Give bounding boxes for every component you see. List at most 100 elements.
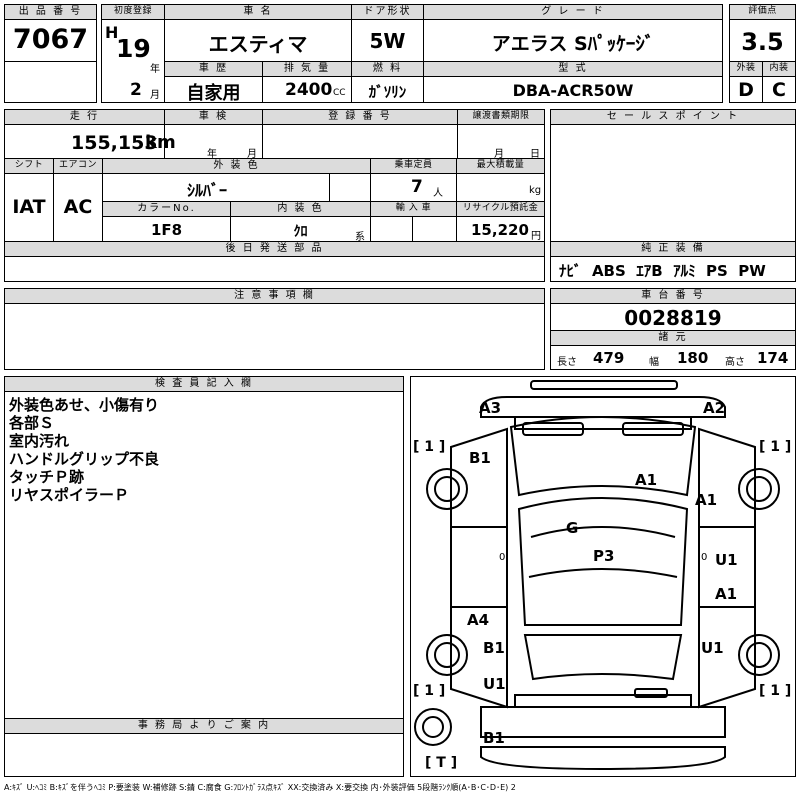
inspection-header: 車 検: [164, 109, 263, 125]
chassis-cell: 0028819: [550, 303, 796, 331]
later-parts-cell: [4, 256, 545, 282]
recycle-unit: 円: [531, 231, 541, 242]
inspector-line: 外装色あせ、小傷有り: [9, 396, 160, 414]
lot-no-cell: 7067: [4, 19, 97, 62]
inspector-line: 室内汚れ: [9, 432, 70, 450]
interior: ｸﾛ: [293, 224, 308, 240]
transfer-cell: 月 日: [457, 124, 545, 160]
capacity-cell: 7 人: [370, 173, 457, 202]
car-name-header: 車 名: [164, 4, 352, 20]
lot-no: 7067: [12, 24, 89, 55]
tire-mark: [ 1 ]: [759, 683, 792, 699]
damage-mark: G: [566, 519, 579, 537]
first-reg-header: 初度登録: [101, 4, 165, 20]
equipment: ﾅﾋﾞ ABS ｴｱB ｱﾙﾐ PS PW: [559, 262, 766, 280]
model-cell: DBA-ACR50W: [423, 76, 723, 103]
insp-year-unit: 年: [207, 149, 217, 160]
model-header: 型 式: [423, 61, 723, 77]
zero-mark: 0: [499, 552, 506, 563]
mileage-unit: km: [145, 132, 176, 153]
caution-cell: [4, 303, 545, 370]
displacement-unit: CC: [333, 88, 346, 98]
ac-cell: AC: [53, 173, 103, 242]
import-cell: [370, 216, 413, 242]
length-label: 長さ: [557, 357, 577, 368]
door-header: ドア形状: [351, 4, 424, 20]
year-unit: 年: [150, 64, 160, 75]
zero-mark: 0: [701, 552, 708, 563]
shift-header: シフト: [4, 158, 54, 174]
capacity-unit: 人: [433, 188, 443, 199]
ac: AC: [63, 196, 93, 218]
tire-mark: [ 1 ]: [413, 683, 446, 699]
damage-mark: B1: [483, 729, 505, 747]
damage-mark: A4: [467, 611, 490, 629]
import-header: 輸 入 車: [370, 201, 457, 217]
recycle: 15,220: [471, 221, 529, 239]
hood-outline: [509, 416, 697, 497]
height: 174: [757, 349, 789, 367]
ac-header: エアコン: [53, 158, 103, 174]
int-header: 内装: [762, 61, 796, 77]
load-header: 最大積載量: [456, 158, 545, 174]
interior-cell: ｸﾛ 系: [230, 216, 371, 243]
later-parts-header: 後 日 発 送 部 品: [4, 241, 545, 257]
displacement-header: 排 気 量: [262, 61, 352, 77]
damage-mark: P3: [593, 547, 615, 565]
tire-mark: [ 1 ]: [413, 439, 446, 455]
damage-mark: A2: [703, 399, 726, 417]
transfer-day: 日: [530, 149, 540, 160]
transfer-month: 月: [494, 149, 504, 160]
score-header: 評価点: [729, 4, 796, 20]
office-header: 事 務 局 よ り ご 案 内: [4, 718, 404, 734]
ext-cell: D: [729, 76, 763, 103]
wheel-rear-right: [738, 634, 780, 676]
inspector-line: 各部Ｓ: [9, 414, 55, 432]
rear-body-outline: [480, 706, 726, 738]
recycle-header: リサイクル預託金: [456, 201, 545, 217]
history-header: 車 歴: [164, 61, 263, 77]
lot-no-blank: [4, 61, 97, 103]
caution-header: 注 意 事 項 欄: [4, 288, 545, 304]
regno-cell: [262, 124, 458, 159]
color-header: 外 装 色: [102, 158, 371, 174]
color: ｼﾙﾊﾞｰ: [187, 181, 228, 200]
ext-header: 外装: [729, 61, 763, 77]
wheel-front-right: [738, 468, 780, 510]
wheel-front-left: [426, 468, 468, 510]
inspection-cell: 年 月: [164, 124, 263, 160]
mileage: 155,153: [71, 132, 158, 154]
spare-tire: [414, 708, 452, 746]
history-cell: 自家用: [164, 76, 263, 104]
regno-header: 登 録 番 号: [262, 109, 458, 125]
colorno-cell: 1F8: [102, 216, 231, 242]
rear-glass-outline: [523, 634, 683, 681]
cabin-outline: [517, 497, 689, 626]
fuel-cell: ｶﾞｿﾘﾝ: [351, 76, 424, 103]
score-cell: 3.5: [729, 19, 796, 62]
damage-mark: U1: [715, 551, 738, 569]
color-cell: ｼﾙﾊﾞｰ: [102, 173, 330, 202]
damage-mark: A1: [715, 585, 738, 603]
month-unit: 月: [150, 90, 160, 101]
era: H: [105, 23, 119, 42]
load-cell: kg: [456, 173, 545, 202]
width-label: 幅: [649, 357, 659, 368]
damage-mark: B1: [483, 639, 505, 657]
grade-cell: アエラス Sﾊﾟｯｹｰｼﾞ: [423, 19, 723, 62]
inspector-line: タッチＰ跡: [9, 468, 85, 486]
width: 180: [677, 349, 709, 367]
spec-cell: 長さ 479 幅 180 高さ 174: [550, 345, 796, 370]
rear-bumper-outline: [480, 746, 726, 771]
chassis-header: 車 台 番 号: [550, 288, 796, 304]
grade-header: グ レ ー ド: [423, 4, 723, 20]
spec-header: 諸 元: [550, 330, 796, 346]
equipment-cell: ﾅﾋﾞ ABS ｴｱB ｱﾙﾐ PS PW: [550, 256, 796, 282]
year: 19: [116, 34, 151, 63]
car-diagram: A3 A2 [ 1 ] [ 1 ] B1 A1 A1 G P3 0 0 U1 A…: [410, 376, 796, 777]
door-cell: 5W: [351, 19, 424, 62]
int-cell: C: [762, 76, 796, 103]
sales-point-cell: [550, 124, 796, 242]
left-side-outline: [450, 427, 508, 709]
fuel-header: 燃 料: [351, 61, 424, 77]
